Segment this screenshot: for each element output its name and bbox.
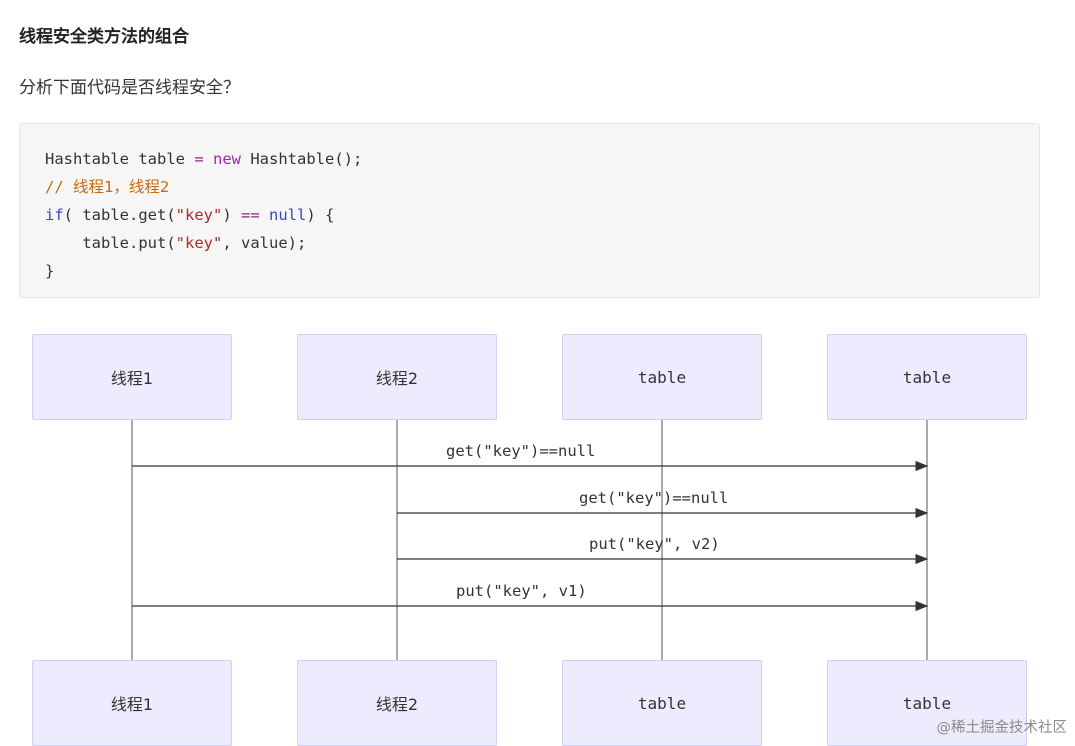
message-label: get("key")==null bbox=[446, 442, 596, 460]
code-text: table.put( bbox=[45, 234, 176, 252]
message-label: get("key")==null bbox=[579, 489, 729, 507]
code-text: ) bbox=[222, 206, 241, 224]
actor-thread2-bottom: 线程2 bbox=[297, 660, 497, 746]
actor-thread1-bottom: 线程1 bbox=[32, 660, 232, 746]
section-heading: 线程安全类方法的组合 bbox=[19, 27, 189, 47]
code-string: "key" bbox=[175, 206, 223, 224]
message-label: put("key", v1) bbox=[456, 582, 587, 600]
source-watermark: @稀土掘金技术社区 bbox=[936, 720, 1068, 736]
actor-table-top-1: table bbox=[562, 334, 762, 420]
code-keyword: if bbox=[45, 206, 64, 224]
actor-table-bottom-1: table bbox=[562, 660, 762, 746]
code-content: Hashtable table = new Hashtable(); // 线程… bbox=[20, 124, 1039, 285]
code-block: Hashtable table = new Hashtable(); // 线程… bbox=[19, 123, 1040, 298]
code-text: ( table.get( bbox=[63, 206, 176, 224]
actor-thread1-top: 线程1 bbox=[32, 334, 232, 420]
code-text: , value); bbox=[222, 234, 307, 252]
message-label: put("key", v2) bbox=[589, 535, 720, 553]
code-keyword: new bbox=[213, 150, 241, 168]
code-comment: // 线程1，线程2 bbox=[45, 178, 170, 196]
code-keyword: null bbox=[269, 206, 307, 224]
actor-table-top-2: table bbox=[827, 334, 1027, 420]
code-operator: = bbox=[194, 150, 204, 168]
code-text: Hashtable(); bbox=[241, 150, 363, 168]
actor-table-bottom-2: table bbox=[827, 660, 1027, 746]
code-text: ) { bbox=[306, 206, 335, 224]
actor-thread2-top: 线程2 bbox=[297, 334, 497, 420]
code-text: Hashtable table bbox=[45, 150, 195, 168]
code-operator: == bbox=[241, 206, 260, 224]
code-string: "key" bbox=[175, 234, 223, 252]
question-text: 分析下面代码是否线程安全？ bbox=[19, 78, 240, 98]
code-text: } bbox=[45, 262, 55, 280]
